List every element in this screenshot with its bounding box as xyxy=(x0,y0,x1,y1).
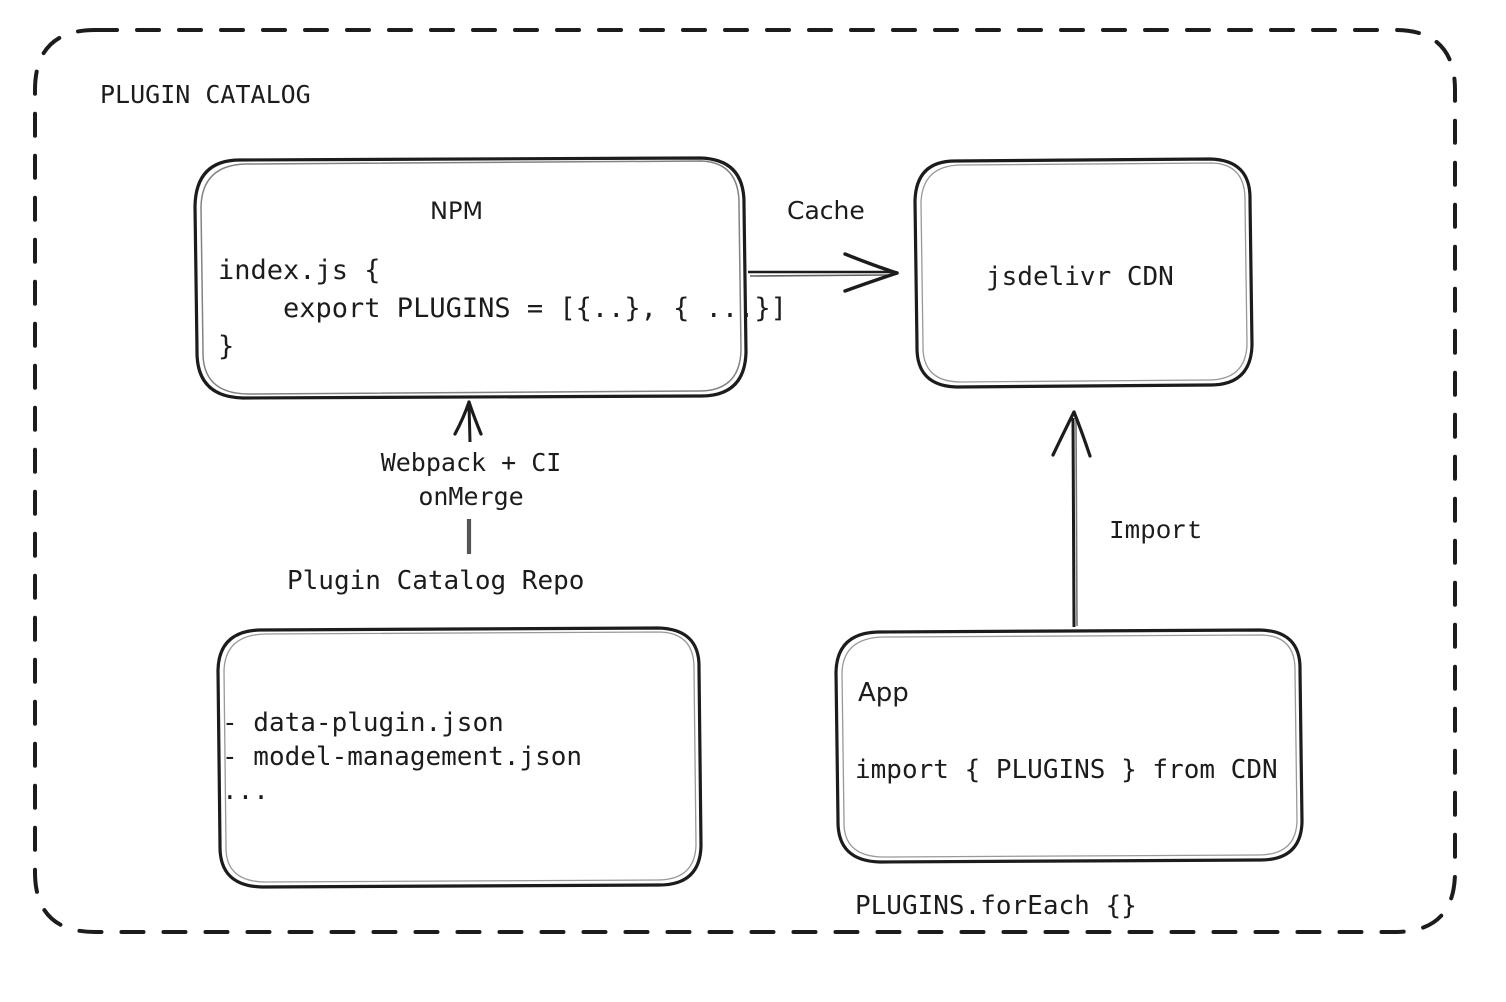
edge-label-import: Import xyxy=(1109,516,1203,546)
edge-label-webpack-ci: Webpack + CI onMerge xyxy=(380,448,562,511)
node-repo-file-list: - data-plugin.json - model-management.js… xyxy=(222,708,583,806)
node-cdn-title: jsdelivr CDN xyxy=(986,262,1174,292)
node-app-title: App xyxy=(858,678,909,708)
node-npm-code: index.js { export PLUGINS = [{..}, { ...… xyxy=(218,255,787,362)
node-app-code: import { PLUGINS } from CDN PLUGINS.forE… xyxy=(855,755,1278,921)
node-repo-label: Plugin Catalog Repo xyxy=(287,566,585,596)
node-npm-title: NPM xyxy=(430,197,484,225)
edge-import-arrow xyxy=(1051,410,1092,628)
group-title-plugin-catalog: PLUGIN CATALOG xyxy=(100,80,311,109)
edge-label-cache: Cache xyxy=(787,196,865,225)
